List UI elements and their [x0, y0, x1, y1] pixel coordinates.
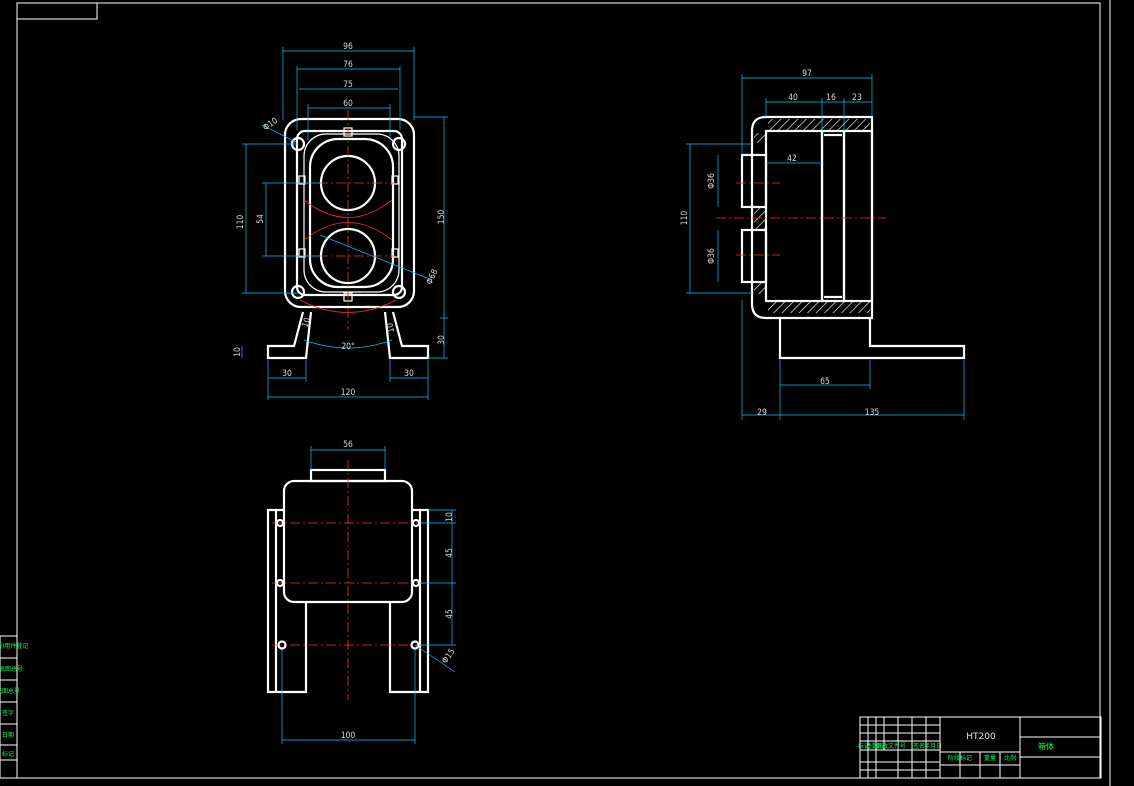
dim-60: 60 [343, 99, 353, 109]
title-sub-label: 比例 [1004, 754, 1016, 762]
side-view: 97 40 16 23 42 Φ36 Φ36 110 65 29 135 [680, 69, 966, 420]
title-row-label: 分区 [874, 742, 886, 750]
title-sub-label: 重量 [984, 754, 996, 762]
drawing-frame [16, 0, 1111, 786]
dim-hole-dia: Φ10 [261, 116, 280, 133]
dim-100: 100 [341, 731, 356, 741]
dim-hole-15: Φ15 [440, 647, 457, 666]
dim-foot-left: 30 [282, 369, 292, 379]
dim-29: 29 [757, 408, 767, 418]
dim-foot-h: 10 [233, 347, 243, 357]
left-strip-label: 借(通)用件登记 [0, 642, 28, 650]
dim-bore-dia: Φ68 [425, 268, 441, 287]
dim-110: 110 [236, 215, 246, 230]
material-label: HT200 [966, 732, 996, 742]
title-row-label: 处数 [866, 742, 878, 750]
dim-96: 96 [343, 42, 353, 52]
dim-16: 16 [826, 93, 836, 103]
title-row-label: 更改文件号 [876, 742, 906, 750]
dim-foot-b: 10 [385, 322, 397, 333]
dim-75: 75 [343, 80, 353, 90]
left-strip-label: 底图总号 [0, 687, 20, 695]
dim-45-upper: 45 [445, 548, 455, 558]
part-name: 箱体 [1038, 741, 1054, 751]
dim-40: 40 [788, 93, 798, 103]
dim-top-10: 10 [445, 512, 455, 522]
left-strip: 借(通)用件登记 旧底图总号 底图总号 签字 日期 标记 [0, 635, 28, 779]
dim-base-h: 30 [437, 335, 447, 345]
title-row-label: 签名 [913, 742, 925, 750]
front-view: 96 76 75 60 Φ10 110 54 150 Φ68 10 10 10 … [233, 42, 448, 400]
left-strip-label: 标记 [2, 750, 14, 758]
left-strip-label: 旧底图总号 [0, 665, 23, 673]
title-row-label: 标记 [858, 742, 870, 750]
dim-97: 97 [802, 69, 812, 79]
dim-56: 56 [343, 440, 353, 450]
left-strip-label: 日期 [2, 731, 14, 739]
top-view: 56 10 45 45 Φ15 100 [266, 440, 458, 744]
dim-dia-bottom: Φ36 [707, 248, 717, 264]
dim-54: 54 [256, 214, 266, 224]
dim-45-lower: 45 [445, 609, 455, 619]
dim-angle: 20° [341, 342, 355, 352]
left-strip-label: 签字 [2, 709, 14, 717]
dim-65: 65 [820, 377, 830, 387]
dim-135: 135 [865, 408, 880, 418]
dim-42: 42 [787, 154, 797, 164]
dim-foot-a: 10 [300, 316, 313, 329]
dim-120: 120 [341, 388, 356, 398]
dim-foot-right: 30 [404, 369, 414, 379]
title-block: 标记 处数 分区 更改文件号 签名 年月日 阶段标记 重量 比例 HT200 箱… [858, 716, 1102, 779]
title-sub-label: 阶段标记 [948, 754, 972, 762]
dim-150: 150 [437, 210, 447, 225]
dim-23: 23 [852, 93, 862, 103]
dim-dia-top: Φ36 [707, 173, 717, 189]
title-row-label: 年月日 [924, 742, 942, 750]
dim-side-110: 110 [680, 211, 690, 226]
dim-76: 76 [343, 60, 353, 70]
